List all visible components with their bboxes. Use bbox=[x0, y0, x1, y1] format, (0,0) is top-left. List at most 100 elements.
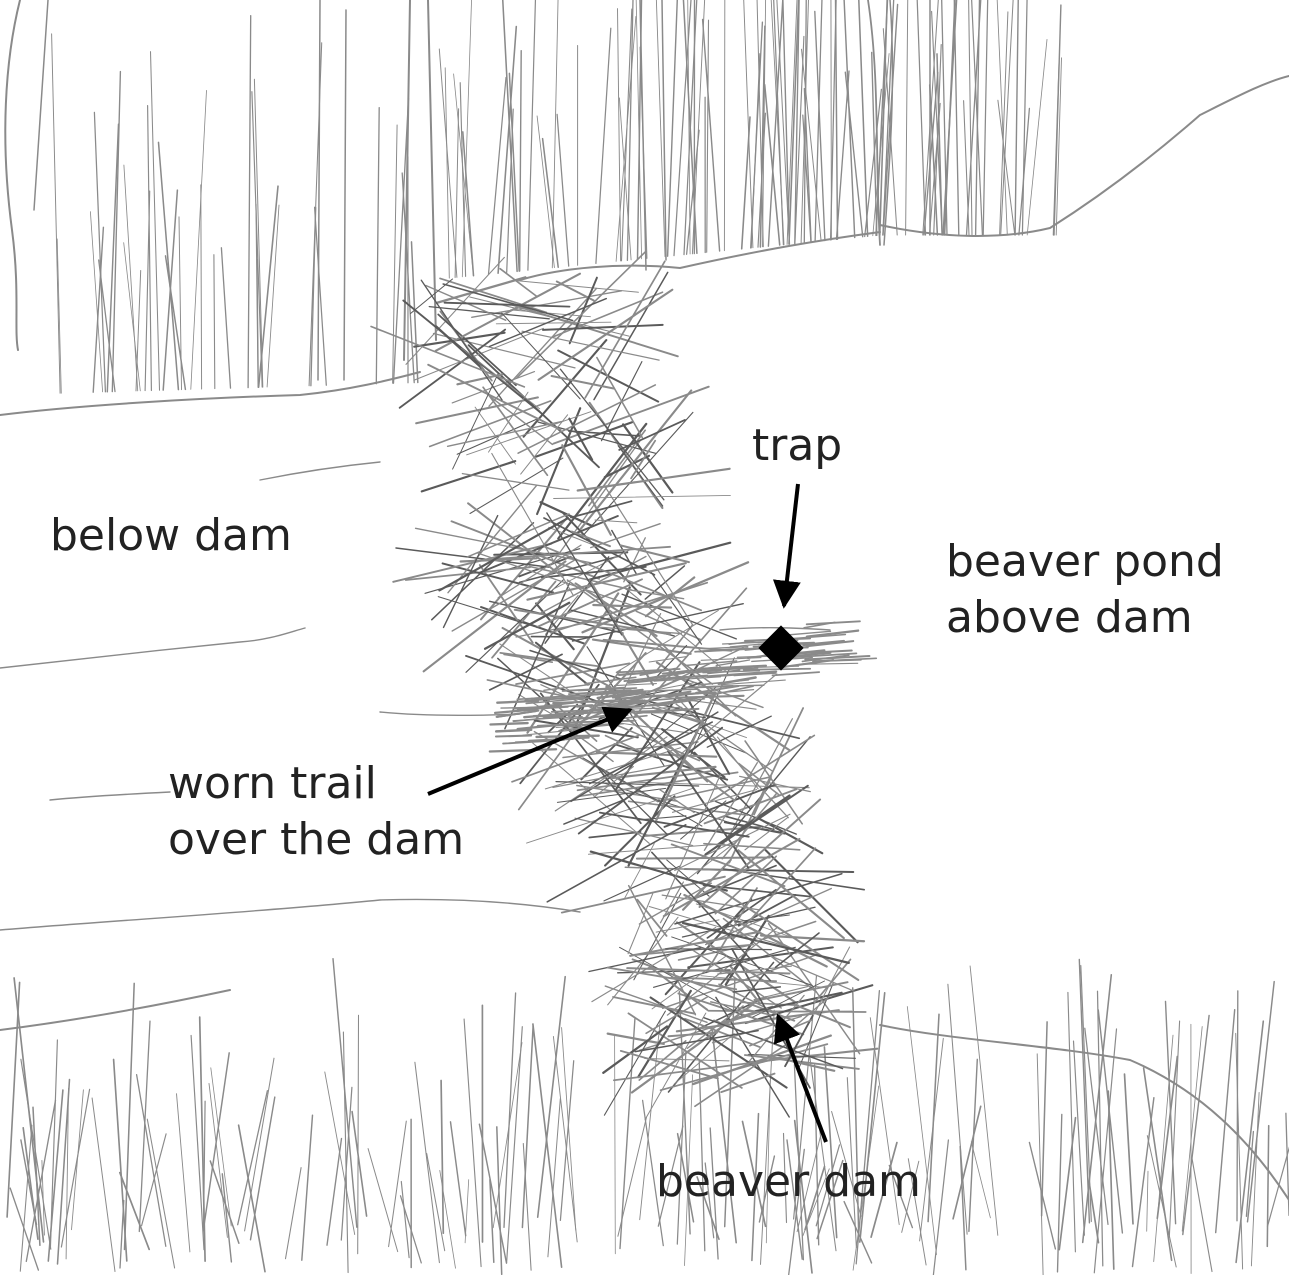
worn-trail-shading bbox=[567, 689, 632, 696]
grass-stroke bbox=[32, 1106, 41, 1247]
beaver-dam-stick bbox=[744, 740, 803, 825]
beaver-dam-stick bbox=[499, 651, 599, 668]
grass-stroke bbox=[1078, 958, 1091, 1224]
grass-stroke bbox=[144, 190, 151, 392]
grass-stroke bbox=[463, 1018, 482, 1268]
grass-stroke bbox=[701, 18, 721, 252]
grass-stroke bbox=[9, 1187, 40, 1271]
grass-stroke bbox=[615, 15, 637, 262]
beaver-dam-stick bbox=[684, 1017, 761, 1049]
grass-stroke bbox=[237, 1090, 269, 1226]
worn-trail-shading bbox=[733, 672, 777, 677]
grass-stroke bbox=[527, 0, 537, 271]
worn-trail-shading bbox=[662, 674, 709, 680]
grass-stroke bbox=[410, 241, 419, 384]
grass-stroke bbox=[804, 1165, 826, 1231]
worn-trail-shading bbox=[489, 721, 529, 726]
grass-stroke bbox=[200, 184, 203, 390]
worn-trail-shading bbox=[717, 676, 757, 686]
grass-stroke bbox=[326, 1137, 343, 1246]
grass-stroke bbox=[60, 1088, 91, 1248]
grass-stroke bbox=[1250, 1091, 1260, 1267]
grass-stroke bbox=[759, 25, 766, 248]
grass-stroke bbox=[952, 1105, 982, 1220]
beaver-dam-stick bbox=[603, 484, 694, 626]
grass-stroke bbox=[489, 1178, 495, 1264]
grass-stroke bbox=[835, 70, 850, 240]
worn-trail-shading bbox=[494, 728, 533, 733]
beaver-dam-stick bbox=[570, 711, 719, 803]
grass-stroke bbox=[760, 1009, 775, 1265]
tree-trunk bbox=[661, 0, 667, 261]
grass-stroke bbox=[164, 255, 187, 391]
grass-stroke bbox=[888, 1164, 914, 1229]
beaver-dam-stick bbox=[715, 886, 860, 982]
grass-stroke bbox=[400, 1180, 410, 1259]
beaver-dam-stick bbox=[495, 321, 612, 325]
beaver-dam-stick bbox=[499, 267, 538, 298]
beaver-dam-stick bbox=[633, 892, 682, 981]
grass-stroke bbox=[851, 987, 860, 1232]
beaver-dam-stick bbox=[584, 260, 666, 399]
grass-stroke bbox=[846, 1077, 857, 1249]
worn-trail-shading bbox=[742, 667, 812, 671]
grass-stroke bbox=[741, 1120, 767, 1228]
beaver-dam-stick bbox=[612, 996, 696, 1015]
beaver-dam-stick bbox=[570, 530, 611, 548]
beaver-dam-stick bbox=[415, 396, 539, 425]
tree-trunk bbox=[343, 9, 347, 381]
grass-stroke bbox=[332, 957, 358, 1228]
grass-stroke bbox=[916, 0, 927, 236]
beaver-dam-stick bbox=[613, 1057, 789, 1082]
worn-trail-shading bbox=[656, 690, 692, 698]
grass-stroke bbox=[1081, 974, 1113, 1244]
grass-stroke bbox=[367, 1148, 399, 1253]
beaver-dam-stick bbox=[610, 765, 717, 780]
worn-trail-shading bbox=[561, 691, 628, 698]
grass-stroke bbox=[618, 97, 632, 261]
beaver-dam-stick bbox=[530, 635, 593, 638]
grass-stroke bbox=[536, 975, 566, 1218]
beaver-dam-stick bbox=[650, 713, 749, 755]
beaver-dam-stick bbox=[655, 919, 720, 933]
worn-trail-shading bbox=[525, 697, 590, 705]
beaver-dam-stick bbox=[479, 515, 619, 574]
grass-stroke bbox=[765, 1080, 771, 1244]
beaver-dam-stick bbox=[753, 986, 809, 1001]
grass-stroke bbox=[459, 82, 467, 277]
beaver-dam-stick bbox=[503, 653, 554, 664]
grass-stroke bbox=[392, 124, 398, 384]
grass-stroke bbox=[691, 0, 706, 255]
beaver-dam-stick bbox=[616, 609, 719, 673]
beaver-dam-stick bbox=[510, 309, 591, 318]
beaver-dam-stick bbox=[547, 703, 579, 734]
beaver-dam-stick bbox=[644, 1057, 730, 1062]
beaver-dam-stick bbox=[539, 501, 594, 528]
worn-trail-shading bbox=[703, 688, 755, 695]
worn-trail-shading bbox=[698, 664, 767, 670]
grass-stroke bbox=[614, 1034, 616, 1255]
beaver-dam-stick bbox=[588, 843, 725, 855]
beaver-dam-stick bbox=[577, 726, 724, 835]
beaver-dam-stick bbox=[732, 986, 782, 993]
worn-trail-shading bbox=[584, 676, 637, 685]
grass-stroke bbox=[93, 111, 107, 393]
beaver-dam-stick bbox=[596, 356, 644, 439]
beaver-dam-stick bbox=[738, 762, 780, 796]
beaver-dam-stick bbox=[461, 472, 570, 491]
grass-stroke bbox=[439, 1169, 456, 1269]
grass-stroke bbox=[968, 1058, 979, 1233]
beaver-dam-stick bbox=[607, 916, 679, 1006]
grass-stroke bbox=[982, 0, 989, 236]
beaver-dam-stick bbox=[535, 602, 575, 651]
beaver-dam-stick bbox=[427, 363, 562, 431]
grass-stroke bbox=[831, 1111, 862, 1217]
worn-trail-shading bbox=[576, 700, 646, 708]
grass-stroke bbox=[676, 1132, 695, 1223]
grass-stroke bbox=[740, 116, 751, 250]
beaver-dam-stick bbox=[692, 1034, 832, 1086]
worn-trail-shading bbox=[496, 699, 540, 704]
grass-stroke bbox=[522, 1142, 532, 1271]
grass-stroke bbox=[1056, 1113, 1063, 1273]
beaver-dam-stick bbox=[529, 649, 622, 680]
